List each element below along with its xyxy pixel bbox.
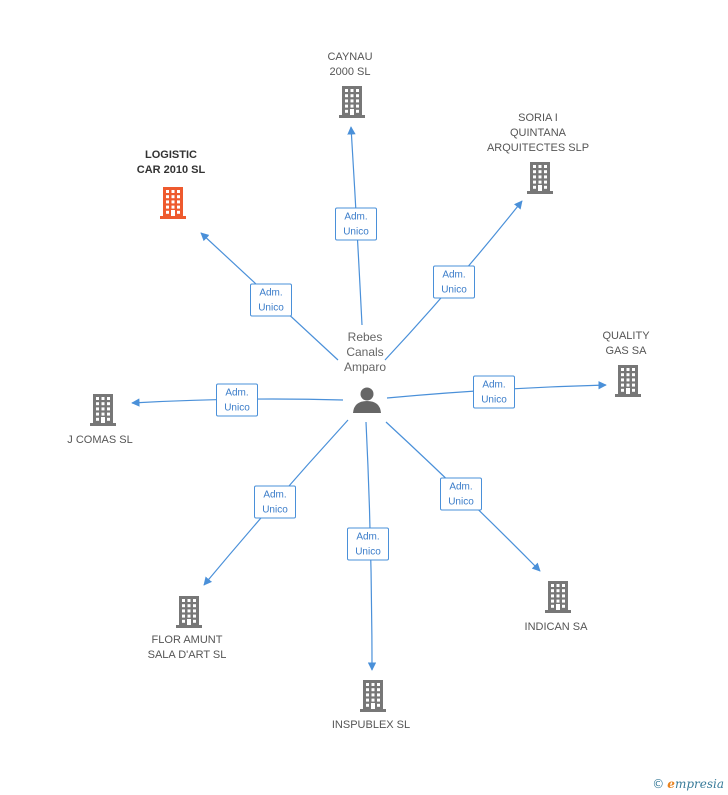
- node-label-quality[interactable]: QUALITY GAS SA: [602, 330, 650, 357]
- edge-label-caynau: Adm. Unico: [335, 207, 377, 241]
- node-label-inspublex[interactable]: INSPUBLEX SL: [331, 719, 411, 731]
- edge-label-flor: Adm. Unico: [254, 485, 296, 519]
- edge-label-quality: Adm. Unico: [473, 375, 515, 409]
- node-label-soria[interactable]: SORIA I QUINTANA ARQUITECTES SLP: [486, 112, 590, 154]
- building-icon: [176, 596, 202, 628]
- building-icon: [545, 581, 571, 613]
- building-icon: [339, 86, 365, 118]
- edge-label-indican: Adm. Unico: [440, 477, 482, 511]
- building-icon: [615, 365, 641, 397]
- node-label-jcomas[interactable]: J COMAS SL: [67, 434, 133, 446]
- edge-label-inspublex: Adm. Unico: [347, 527, 389, 561]
- brand-name: mpresia: [674, 777, 724, 791]
- edge-label-logistic: Adm. Unico: [250, 283, 292, 317]
- edge-label-soria: Adm. Unico: [433, 265, 475, 299]
- empresia-watermark: ©empresia: [652, 777, 724, 791]
- node-label-caynau[interactable]: CAYNAU 2000 SL: [327, 51, 373, 78]
- node-label-flor[interactable]: FLOR AMUNT SALA D'ART SL: [147, 634, 227, 661]
- building-icon: [527, 162, 553, 194]
- building-icon: [90, 394, 116, 426]
- person-icon: [353, 387, 381, 413]
- center-person-label[interactable]: Rebes Canals Amparo: [343, 330, 387, 374]
- edge-label-jcomas: Adm. Unico: [216, 383, 258, 417]
- building-icon: [160, 187, 186, 219]
- brand-initial: e: [667, 777, 675, 791]
- node-label-indican[interactable]: INDICAN SA: [524, 621, 588, 633]
- copyright-symbol: ©: [652, 777, 665, 791]
- node-label-logistic[interactable]: LOGISTIC CAR 2010 SL: [136, 149, 206, 176]
- building-icon: [360, 680, 386, 712]
